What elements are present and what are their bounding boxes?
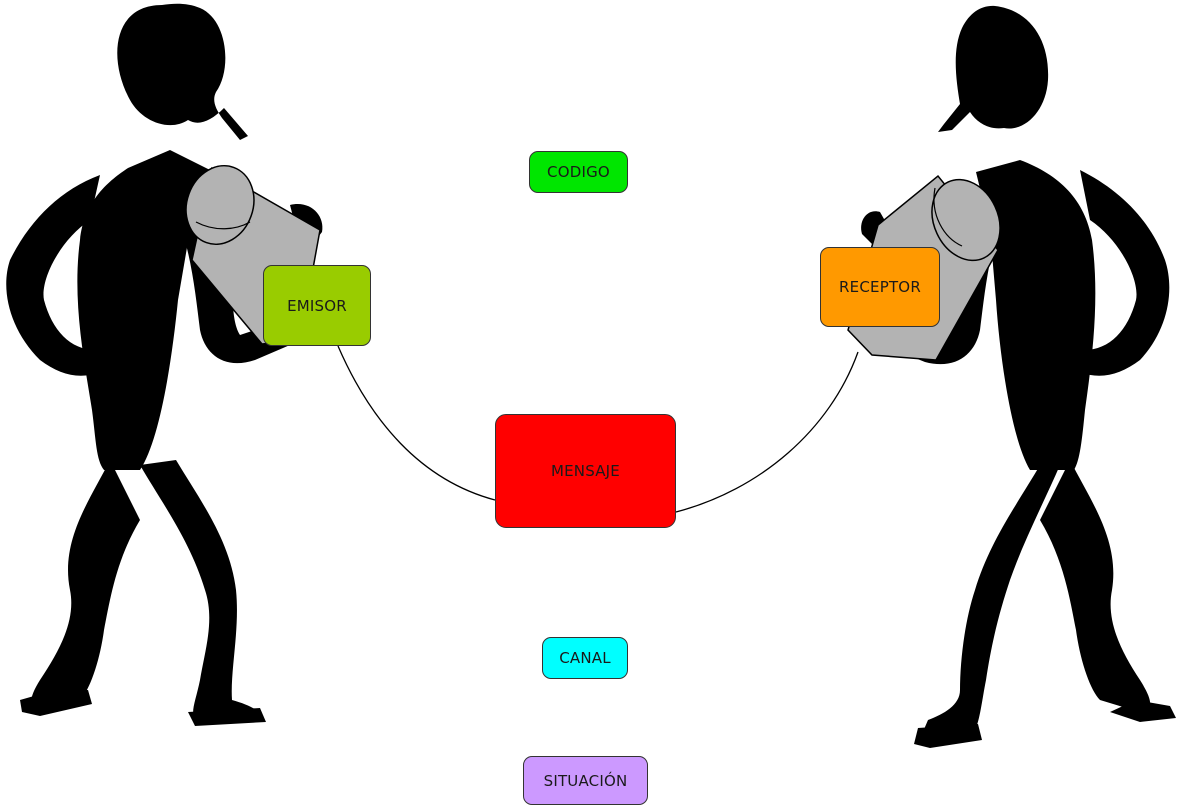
sender-leg-left <box>31 460 140 714</box>
receiver-torso <box>976 160 1096 470</box>
receptor-label: RECEPTOR <box>839 278 921 296</box>
receiver-figure <box>847 5 1176 748</box>
receiver-leg-right <box>1040 460 1151 714</box>
mensaje-node: MENSAJE <box>495 414 676 528</box>
sender-head <box>117 3 249 141</box>
receiver-head <box>938 5 1049 132</box>
receiver-arm-back <box>1080 170 1170 376</box>
canal-label: CANAL <box>559 649 611 667</box>
situacion-label: SITUACIÓN <box>543 771 628 790</box>
codigo-node: CODIGO <box>529 151 628 193</box>
receptor-node: RECEPTOR <box>820 247 940 327</box>
string-mensaje-receptor <box>675 351 859 513</box>
string-emisor-mensaje <box>337 345 496 501</box>
emisor-label: EMISOR <box>287 296 347 315</box>
mensaje-label: MENSAJE <box>550 462 620 480</box>
emisor-node: EMISOR <box>263 265 371 346</box>
canal-node: CANAL <box>542 637 628 679</box>
codigo-label: CODIGO <box>547 163 610 181</box>
sender-figure <box>6 3 323 726</box>
receiver-leg-left <box>922 465 1060 734</box>
sender-torso <box>77 150 210 470</box>
sender-arm-back <box>6 175 100 376</box>
situacion-node: SITUACIÓN <box>523 756 648 805</box>
sender-leg-right <box>140 460 261 720</box>
